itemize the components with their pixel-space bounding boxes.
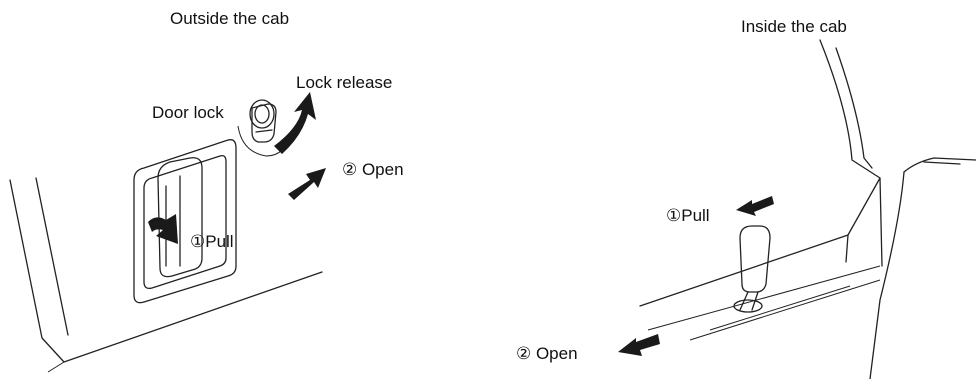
outside-cab-panel: Outside the cab ①Pull (9, 9, 404, 373)
inside-pull-arrow (736, 196, 774, 216)
outside-pull-label: ①Pull (190, 232, 234, 251)
inside-cab-panel: Inside the cab ①Pull ② Open (516, 17, 976, 379)
outside-open-arrow (288, 168, 326, 200)
inside-open-arrow (618, 334, 660, 356)
key-icon (251, 103, 277, 143)
door-handle (157, 157, 203, 278)
inside-pull-label: ①Pull (666, 206, 710, 225)
outside-open-label: ② Open (342, 160, 404, 179)
handle-pull-arrow (148, 214, 178, 244)
door-lock-label: Door lock (152, 103, 224, 122)
lock-release-arrow (274, 92, 316, 154)
inside-open-label: ② Open (516, 344, 578, 363)
lock-release-label: Lock release (296, 73, 392, 92)
cab-interior (639, 39, 976, 379)
outside-cab-title: Outside the cab (170, 9, 289, 28)
inside-cab-title: Inside the cab (741, 17, 847, 36)
door-body (9, 177, 323, 373)
lock-rotation-arc (237, 125, 283, 157)
door-handle-recess (133, 139, 237, 304)
interior-lever (733, 225, 771, 313)
